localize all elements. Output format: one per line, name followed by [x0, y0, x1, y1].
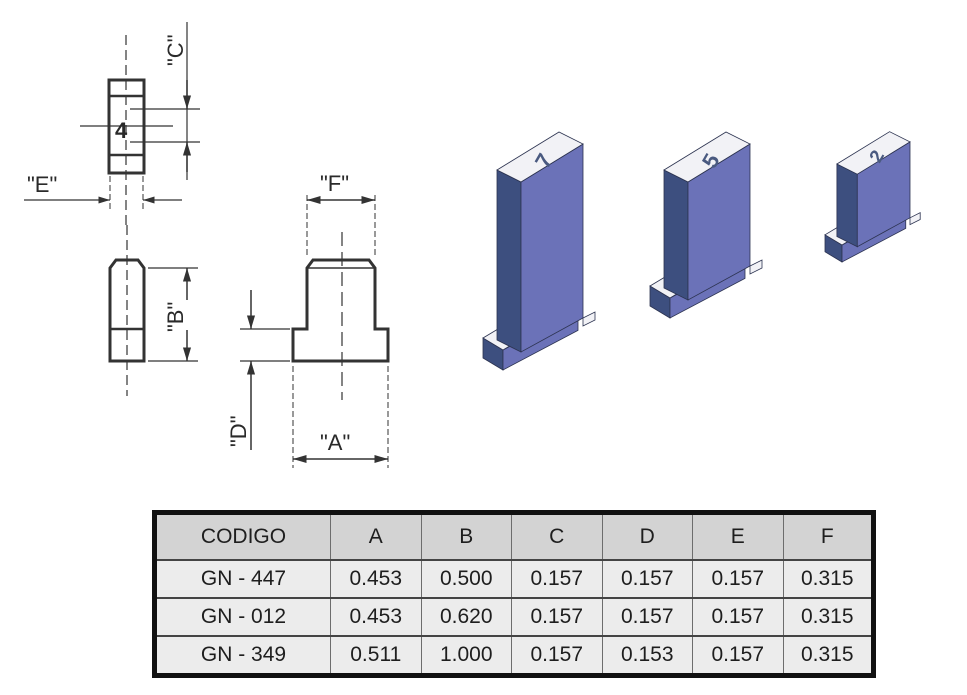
cell-f: 0.315 — [782, 635, 874, 676]
cell-codigo: GN - 349 — [154, 635, 331, 676]
iso-part-medium: 5 — [649, 131, 763, 319]
cell-d: 0.157 — [601, 597, 693, 637]
cell-d: 0.153 — [601, 635, 693, 676]
column-side-face — [663, 169, 689, 301]
cell-codigo: GN - 012 — [154, 597, 331, 637]
cell-d: 0.157 — [601, 559, 693, 599]
column-side-face — [836, 163, 858, 248]
cell-f: 0.315 — [782, 597, 874, 637]
cell-e: 0.157 — [692, 559, 784, 599]
dim-label-a: "A" — [320, 430, 350, 455]
column-side-face — [496, 169, 522, 353]
column-top-face — [663, 131, 751, 183]
header-f: F — [782, 512, 874, 561]
dim-label-f: "F" — [320, 171, 349, 196]
header-c: C — [511, 512, 603, 561]
table-row: GN - 349 0.511 1.000 0.157 0.153 0.157 0… — [154, 635, 874, 676]
side-view — [108, 225, 198, 396]
iso-part-short: 2 — [824, 131, 921, 263]
cell-a: 0.453 — [330, 559, 422, 599]
cell-a: 0.511 — [330, 635, 422, 676]
header-e: E — [692, 512, 784, 561]
cell-b: 0.500 — [420, 559, 512, 599]
ledge-top-face — [582, 311, 596, 327]
cell-codigo: GN - 447 — [154, 559, 331, 599]
top-view — [24, 22, 200, 230]
dim-label-d: "D" — [226, 415, 251, 447]
cell-f: 0.315 — [782, 559, 874, 599]
header-codigo: CODIGO — [154, 512, 331, 561]
cell-b: 0.620 — [420, 597, 512, 637]
front-view — [240, 195, 390, 468]
front-view-outline — [291, 258, 390, 363]
dim-label-b: "B" — [163, 302, 188, 332]
cell-e: 0.157 — [692, 635, 784, 676]
top-view-engraving: 4 — [115, 118, 128, 143]
header-a: A — [330, 512, 422, 561]
table-header-row: CODIGO A B C D E F — [154, 512, 874, 561]
table-row: GN - 447 0.453 0.500 0.157 0.157 0.157 0… — [154, 559, 874, 599]
dim-label-e: "E" — [27, 172, 57, 197]
cell-a: 0.453 — [330, 597, 422, 637]
cell-e: 0.157 — [692, 597, 784, 637]
column-top-face — [496, 131, 584, 183]
cell-c: 0.157 — [511, 597, 603, 637]
column-top-face — [836, 131, 911, 175]
iso-part-tall: 7 — [482, 131, 596, 371]
header-b: B — [420, 512, 512, 561]
dim-label-c: "C" — [163, 34, 188, 66]
cell-c: 0.157 — [511, 559, 603, 599]
ledge-top-face — [909, 212, 921, 226]
cell-c: 0.157 — [511, 635, 603, 676]
table-row: GN - 012 0.453 0.620 0.157 0.157 0.157 0… — [154, 597, 874, 637]
header-d: D — [601, 512, 693, 561]
ledge-top-face — [749, 259, 763, 275]
dimensions-table: CODIGO A B C D E F GN - 447 0.453 0.500 … — [152, 510, 876, 678]
cell-b: 1.000 — [420, 635, 512, 676]
